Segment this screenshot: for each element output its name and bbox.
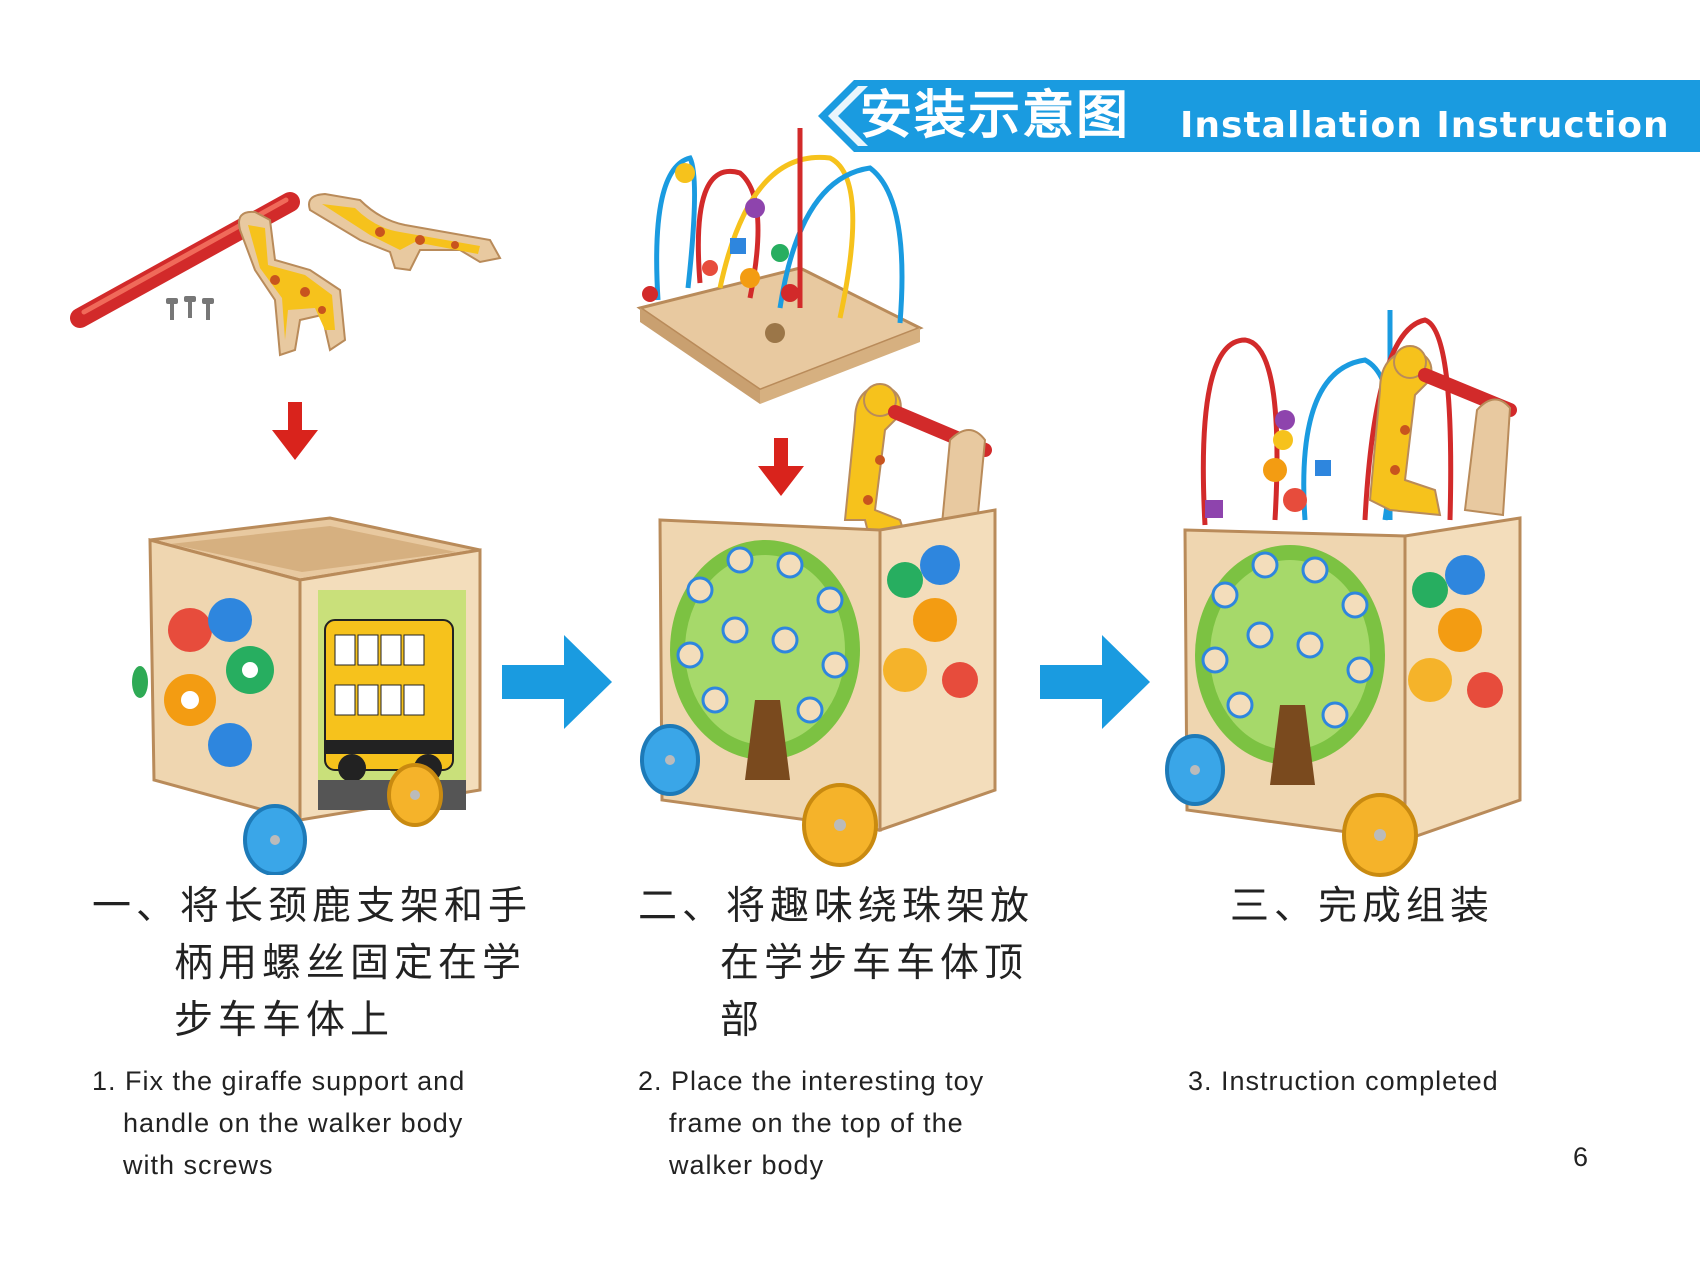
right-arrow-icon xyxy=(1040,635,1150,729)
step2-en-line: 2. Place the interesting toy xyxy=(638,1066,985,1096)
giraffe-piece-lying xyxy=(308,192,502,272)
giraffe-piece-standing xyxy=(238,210,347,357)
step2-zh-line: 二、将趣味绕珠架放 xyxy=(638,884,1035,929)
down-arrow-icon xyxy=(758,438,804,496)
step2-zh-line: 在学步车车体顶 xyxy=(720,941,1029,986)
step1-zh-line: 柄用螺丝固定在学 xyxy=(174,941,527,986)
step3-walker-illustration xyxy=(1165,310,1522,877)
right-arrow-icon xyxy=(502,635,612,729)
step1-en-line: with screws xyxy=(123,1150,274,1180)
step2-en-line: walker body xyxy=(669,1150,825,1180)
step3-en-line: 3. Instruction completed xyxy=(1188,1066,1499,1096)
title-zh: 安装示意图 xyxy=(860,86,1131,146)
title-banner: 安装示意图 Installation Instruction xyxy=(818,80,1700,152)
step1-en-line: 1. Fix the giraffe support and xyxy=(92,1066,466,1096)
step1-en-text: 1. Fix the giraffe support and handle on… xyxy=(92,1060,465,1186)
step1-zh-text: 一、将长颈鹿支架和手 柄用螺丝固定在学 步车车体上 xyxy=(92,878,532,1049)
step2-walker-illustration xyxy=(640,383,997,867)
step2-zh-text: 二、将趣味绕珠架放 在学步车车体顶 部 xyxy=(638,878,1034,1049)
screws-icon xyxy=(166,296,214,320)
step1-walker-illustration xyxy=(132,516,482,875)
down-arrow-icon xyxy=(272,402,318,460)
step3-en-text: 3. Instruction completed xyxy=(1188,1060,1499,1102)
step1-zh-line: 一、将长颈鹿支架和手 xyxy=(92,884,533,929)
title-en: Installation Instruction xyxy=(1180,105,1670,146)
step3-zh-text: 三、完成组装 xyxy=(1230,878,1494,935)
step2-zh-line: 部 xyxy=(720,998,765,1043)
step2-bead-maze-illustration xyxy=(636,128,924,404)
step1-parts-illustration xyxy=(70,192,502,357)
step3-zh-line: 三、完成组装 xyxy=(1230,884,1495,929)
step1-zh-line: 步车车体上 xyxy=(174,998,395,1043)
step2-en-text: 2. Place the interesting toy frame on th… xyxy=(638,1060,984,1186)
page-number: 6 xyxy=(1573,1142,1589,1172)
banner-shape xyxy=(818,80,1700,152)
step2-en-line: frame on the top of the xyxy=(669,1108,964,1138)
step1-en-line: handle on the walker body xyxy=(123,1108,464,1138)
